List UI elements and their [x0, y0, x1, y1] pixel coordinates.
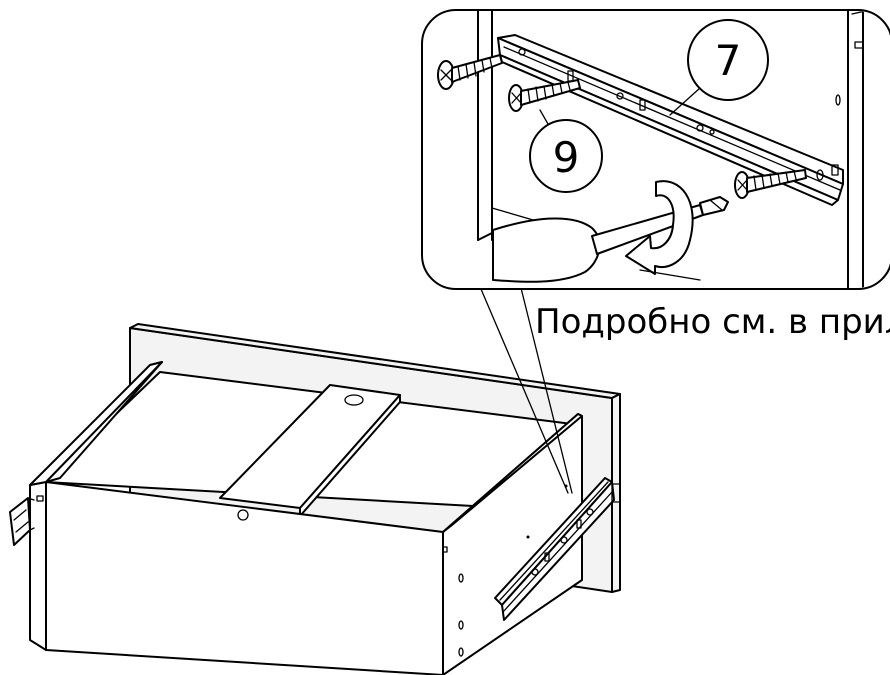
- inset-rail: [497, 34, 844, 206]
- drawer-front-panel: [45, 481, 444, 675]
- screw-icon: [734, 169, 807, 199]
- see-appendix-caption: Подробно см. в прил.: [535, 302, 890, 342]
- inset-side-panel-right: [835, 11, 871, 288]
- callout-7-label: 7: [715, 36, 742, 85]
- screw-icon: [437, 54, 503, 90]
- callout-9: 9: [529, 109, 603, 193]
- front-hole-icon: [237, 509, 249, 521]
- callout-9-label: 9: [553, 133, 580, 182]
- detail-leader-lines: [474, 274, 573, 494]
- slat-hole-icon: [344, 394, 364, 406]
- drawer-assembly: [9, 323, 621, 675]
- rotate-clockwise-arrow-icon: [625, 180, 701, 281]
- screw-icon: [508, 79, 581, 112]
- drawer-left-side: [29, 361, 163, 651]
- callout-7: 7: [669, 19, 769, 116]
- left-runner-rail: [9, 497, 35, 546]
- left-dowel-icon: [36, 495, 44, 502]
- center-slat: [219, 384, 401, 517]
- detail-inset: 7 9: [421, 9, 890, 290]
- right-runner-rail: [494, 477, 621, 621]
